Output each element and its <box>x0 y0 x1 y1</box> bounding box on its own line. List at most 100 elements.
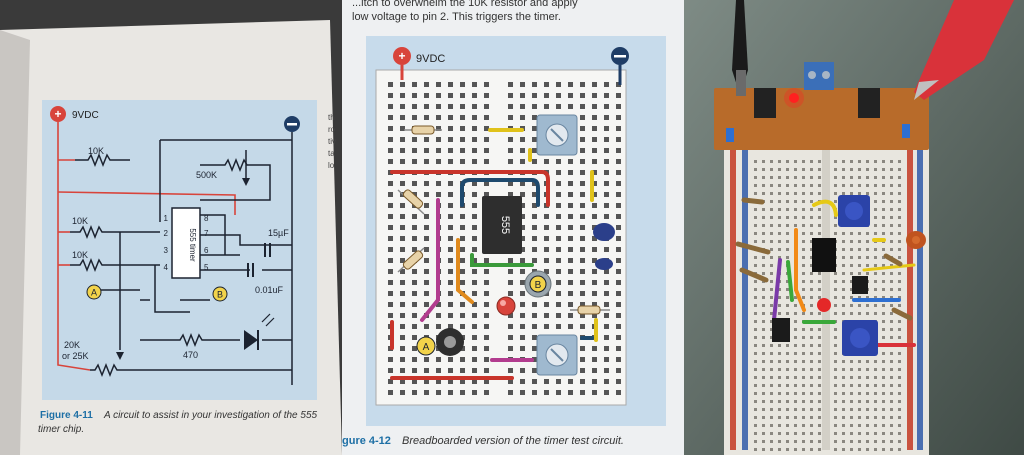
photo-hole <box>754 184 757 187</box>
breadboard-hole <box>592 115 597 120</box>
photo-hole <box>874 248 877 251</box>
photo-hole <box>770 400 773 403</box>
photo-hole <box>818 376 821 379</box>
button-b-label: B <box>535 280 542 291</box>
breadboard-hole <box>580 192 585 197</box>
breadboard-hole <box>580 148 585 153</box>
photo-hole <box>794 160 797 163</box>
photo-hole <box>874 208 877 211</box>
breadboard-hole <box>532 93 537 98</box>
breadboard-hole <box>532 214 537 219</box>
breadboard-hole <box>424 137 429 142</box>
photo-hole <box>898 256 901 259</box>
photo-hole <box>898 360 901 363</box>
ic-555 <box>482 196 522 254</box>
photo-hole <box>898 232 901 235</box>
photo-hole <box>858 184 861 187</box>
breadboard-hole <box>580 247 585 252</box>
photo-hole <box>834 416 837 419</box>
breadboard-hole <box>400 137 405 142</box>
photo-hole <box>786 160 789 163</box>
photo-hole <box>890 352 893 355</box>
button-b-badge <box>529 275 547 293</box>
photo-hole <box>842 400 845 403</box>
breadboard-hole <box>400 368 405 373</box>
breadboard-hole <box>520 104 525 109</box>
photo-hole <box>850 168 853 171</box>
photo-hole <box>786 304 789 307</box>
photo-hole <box>770 208 773 211</box>
photo-hole <box>834 408 837 411</box>
photo-hole <box>818 296 821 299</box>
photo-hole <box>874 200 877 203</box>
photo-hole <box>802 232 805 235</box>
photo-hole <box>770 440 773 443</box>
breadboard-hole <box>472 126 477 131</box>
breadboard-hole <box>520 82 525 87</box>
photo-hole <box>858 296 861 299</box>
breadboard-hole <box>400 126 405 131</box>
photo-hole <box>778 416 781 419</box>
photo-hole <box>874 296 877 299</box>
breadboard-hole <box>460 214 465 219</box>
photo-hole <box>890 200 893 203</box>
breadboard-hole <box>568 291 573 296</box>
photo-hole <box>754 256 757 259</box>
photo-hole <box>770 248 773 251</box>
photo-hole <box>786 296 789 299</box>
breadboard-hole <box>472 93 477 98</box>
photo-hole <box>778 424 781 427</box>
breadboard-hole <box>520 390 525 395</box>
pin-label: 8 <box>204 214 209 223</box>
breadboard-hole <box>604 269 609 274</box>
breadboard-hole <box>520 258 525 263</box>
photo-hole <box>810 248 813 251</box>
breadboard-hole <box>508 291 513 296</box>
photo-hole <box>786 168 789 171</box>
breadboard-hole <box>520 302 525 307</box>
photo-hole <box>810 208 813 211</box>
breadboard-hole <box>508 104 513 109</box>
photo-hole <box>882 424 885 427</box>
photo-hole <box>794 336 797 339</box>
breadboard-hole <box>508 181 513 186</box>
photo-hole <box>890 280 893 283</box>
photo-hole <box>882 296 885 299</box>
breadboard-hole <box>604 291 609 296</box>
breadboard-hole <box>412 181 417 186</box>
photo-hole <box>794 184 797 187</box>
breadboard-illustration: ...itch to overwhelm the 10K resistor an… <box>342 0 684 455</box>
breadboard-hole <box>580 225 585 230</box>
photo-hole <box>794 376 797 379</box>
photo-hole <box>762 176 765 179</box>
breadboard-hole <box>388 368 393 373</box>
breadboard-hole <box>400 346 405 351</box>
breadboard-hole <box>484 313 489 318</box>
photo-hole <box>858 384 861 387</box>
photo-hole <box>794 424 797 427</box>
photo-hole <box>786 184 789 187</box>
photo-hole <box>866 384 869 387</box>
photo-hole <box>850 440 853 443</box>
breadboard-hole <box>580 137 585 142</box>
photo-hole <box>842 304 845 307</box>
photo-hole <box>810 184 813 187</box>
photo-hole <box>818 344 821 347</box>
photo-hole <box>770 216 773 219</box>
photo-hole <box>882 208 885 211</box>
photo-hole <box>866 448 869 451</box>
breadboard-hole <box>424 379 429 384</box>
breadboard-hole <box>484 192 489 197</box>
breadboard-hole <box>460 104 465 109</box>
photo-hole <box>754 176 757 179</box>
photo-hole <box>762 392 765 395</box>
breadboard-hole <box>388 258 393 263</box>
photo-hole <box>802 160 805 163</box>
photo-hole <box>786 424 789 427</box>
breadboard-hole <box>400 236 405 241</box>
breadboard-hole <box>616 214 621 219</box>
photo-hole <box>858 312 861 315</box>
photo-hole <box>762 256 765 259</box>
photo-hole <box>858 168 861 171</box>
photo-hole <box>794 224 797 227</box>
